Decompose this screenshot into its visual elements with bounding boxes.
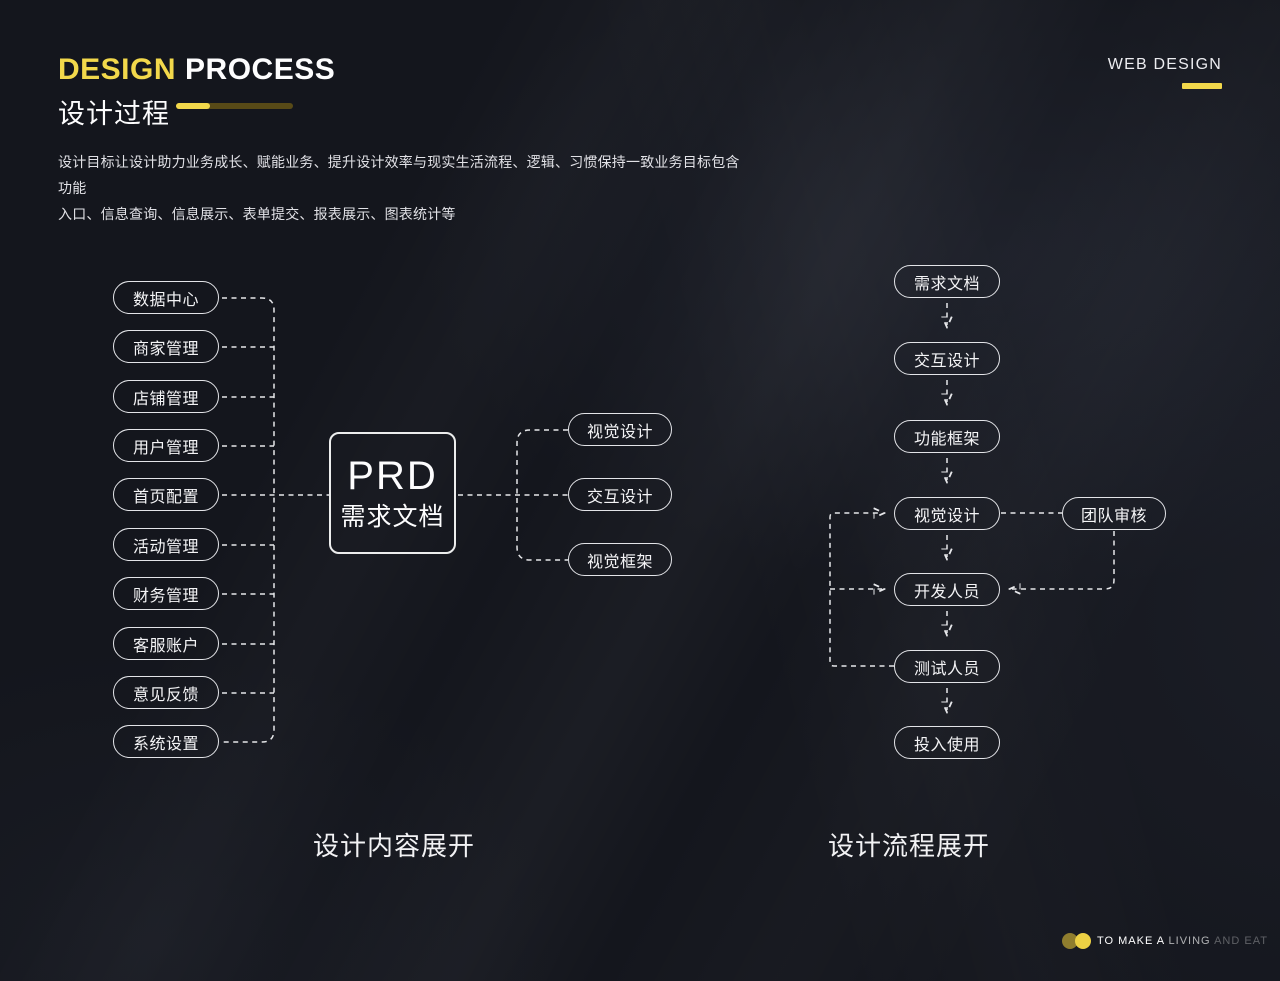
node-feedback: 意见反馈 bbox=[113, 676, 219, 709]
node-user-management: 用户管理 bbox=[113, 429, 219, 462]
prd-title: PRD bbox=[347, 454, 438, 498]
title-accent-word: DESIGN bbox=[58, 53, 177, 86]
corner-underline bbox=[1182, 83, 1222, 89]
node-merchant-management: 商家管理 bbox=[113, 330, 219, 363]
slogan-part-2: LIVING bbox=[1168, 935, 1215, 947]
flow-testers: 测试人员 bbox=[894, 650, 1000, 683]
flow-requirement-doc: 需求文档 bbox=[894, 265, 1000, 298]
node-homepage-config: 首页配置 bbox=[113, 478, 219, 511]
slogan-part-1: TO MAKE A bbox=[1097, 935, 1169, 947]
footer-dot-yellow bbox=[1075, 933, 1091, 949]
caption-process-expansion: 设计流程展开 bbox=[827, 831, 990, 861]
node-activity-management: 活动管理 bbox=[113, 528, 219, 561]
node-prd-document: PRD 需求文档 bbox=[329, 432, 456, 554]
node-data-center: 数据中心 bbox=[113, 281, 219, 314]
title-underline bbox=[176, 103, 293, 109]
flow-developers: 开发人员 bbox=[894, 573, 1000, 606]
node-customer-service-account: 客服账户 bbox=[113, 627, 219, 660]
node-interaction-design-output: 交互设计 bbox=[568, 478, 672, 511]
description-line-1: 设计目标让设计助力业务成长、赋能业务、提升设计效率与现实生活流程、逻辑、习惯保持… bbox=[58, 154, 740, 196]
flow-interaction-design: 交互设计 bbox=[894, 342, 1000, 375]
title-underline-highlight bbox=[176, 103, 210, 109]
node-visual-framework-output: 视觉框架 bbox=[568, 543, 672, 576]
page-title-cn: 设计过程 bbox=[58, 99, 170, 129]
title-rest-word: PROCESS bbox=[185, 53, 336, 86]
footer-dot-dark bbox=[1062, 933, 1078, 949]
description: 设计目标让设计助力业务成长、赋能业务、提升设计效率与现实生活流程、逻辑、习惯保持… bbox=[58, 149, 748, 227]
node-finance-management: 财务管理 bbox=[113, 577, 219, 610]
flow-launch: 投入使用 bbox=[894, 726, 1000, 759]
corner-label: WEB DESIGN bbox=[1107, 56, 1222, 73]
slogan-part-3: AND EAT bbox=[1214, 935, 1268, 947]
node-system-settings: 系统设置 bbox=[113, 725, 219, 758]
description-line-2: 入口、信息查询、信息展示、表单提交、报表展示、图表统计等 bbox=[58, 206, 456, 222]
footer-slogan: TO MAKE A LIVING AND EAT bbox=[1097, 935, 1268, 947]
node-store-management: 店铺管理 bbox=[113, 380, 219, 413]
flow-team-review: 团队审核 bbox=[1062, 497, 1166, 530]
node-visual-design-output: 视觉设计 bbox=[568, 413, 672, 446]
caption-content-expansion: 设计内容展开 bbox=[312, 831, 475, 861]
flow-visual-design: 视觉设计 bbox=[894, 497, 1000, 530]
prd-subtitle: 需求文档 bbox=[340, 503, 445, 531]
flow-function-framework: 功能框架 bbox=[894, 420, 1000, 453]
